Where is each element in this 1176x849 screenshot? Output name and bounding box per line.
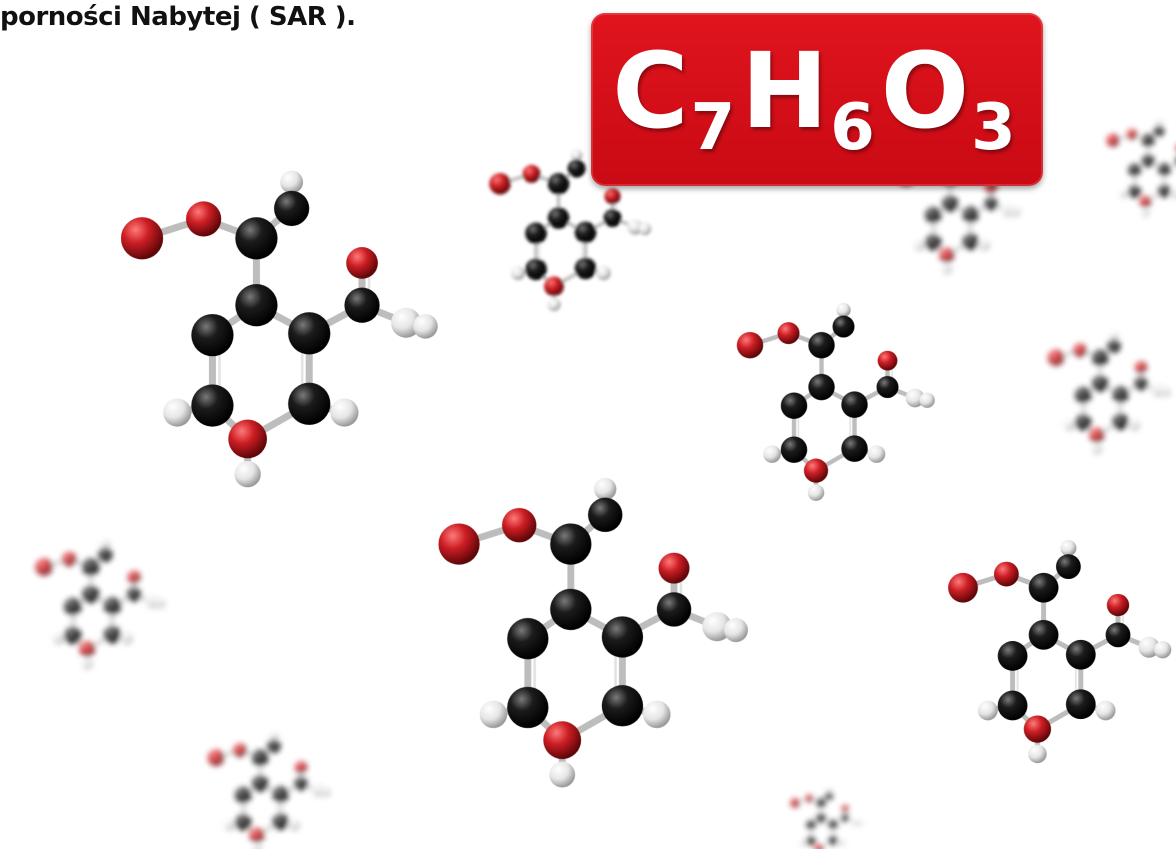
molecule-model-icon bbox=[206, 730, 332, 849]
molecule-model-icon bbox=[1046, 330, 1172, 456]
molecule-model-icon bbox=[789, 786, 864, 849]
formula-element-oxygen: O bbox=[880, 30, 972, 152]
formula-count-carbon: 7 bbox=[690, 91, 738, 165]
chemical-formula: C7H6O3 bbox=[612, 39, 1021, 160]
molecule-model-icon bbox=[121, 171, 438, 488]
molecule-model-icon bbox=[737, 303, 935, 501]
caption-text: porności Nabytej ( SAR ). bbox=[0, 2, 356, 32]
molecule-model-icon bbox=[438, 478, 748, 788]
molecule-model-icon bbox=[1105, 118, 1176, 218]
molecule-model-icon bbox=[948, 540, 1171, 763]
chemical-formula-badge: C7H6O3 bbox=[591, 13, 1043, 186]
formula-count-hydrogen: 6 bbox=[830, 91, 877, 165]
formula-count-oxygen: 3 bbox=[971, 91, 1018, 165]
formula-element-hydrogen: H bbox=[741, 30, 831, 152]
formula-element-carbon: C bbox=[612, 30, 691, 152]
molecule-model-icon bbox=[33, 537, 167, 671]
